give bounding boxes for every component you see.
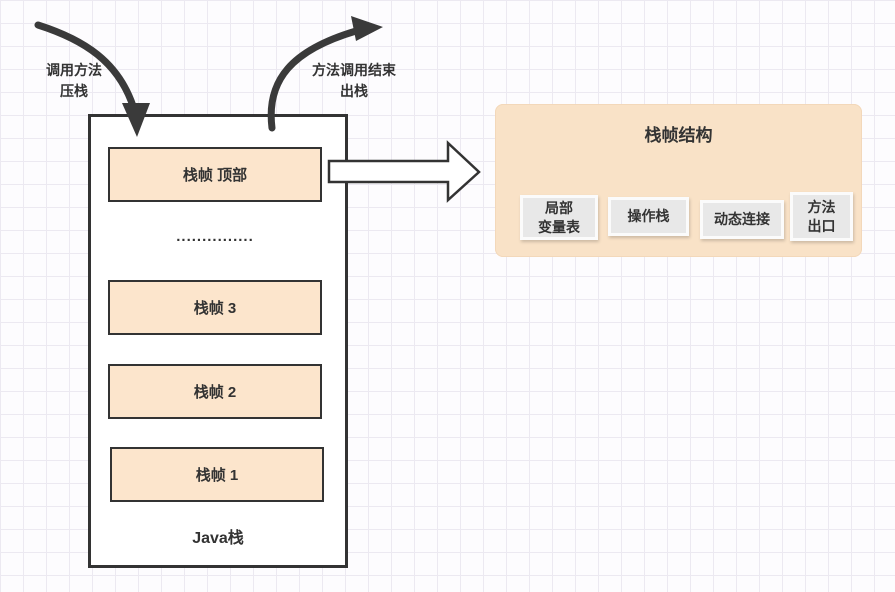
frame-structure-title: 栈帧结构 bbox=[644, 126, 713, 145]
frame-structure-panel: 栈帧结构 局部 变量表 操作栈 动态连接 方法 出口 bbox=[495, 104, 862, 257]
pop-method-label: 方法调用结束 出栈 bbox=[312, 62, 396, 99]
push-method-label: 调用方法 压栈 bbox=[46, 62, 102, 99]
component-local-variable-table: 局部 变量表 bbox=[520, 195, 598, 240]
stack-frame-top: 栈帧 顶部 bbox=[108, 147, 322, 202]
component-operand-stack: 操作栈 bbox=[608, 197, 689, 236]
component-dynamic-linking: 动态连接 bbox=[700, 200, 784, 239]
frame-detail-arrow bbox=[327, 140, 481, 203]
java-stack-label: Java栈 bbox=[192, 530, 244, 547]
stack-frame-1: 栈帧 1 bbox=[110, 447, 324, 502]
stack-frame-2: 栈帧 2 bbox=[108, 364, 322, 419]
stack-frames-ellipsis: ............... bbox=[176, 227, 254, 245]
pop-arrow-head-icon bbox=[351, 16, 383, 41]
stack-frame-3: 栈帧 3 bbox=[108, 280, 322, 335]
component-method-exit: 方法 出口 bbox=[790, 192, 853, 241]
